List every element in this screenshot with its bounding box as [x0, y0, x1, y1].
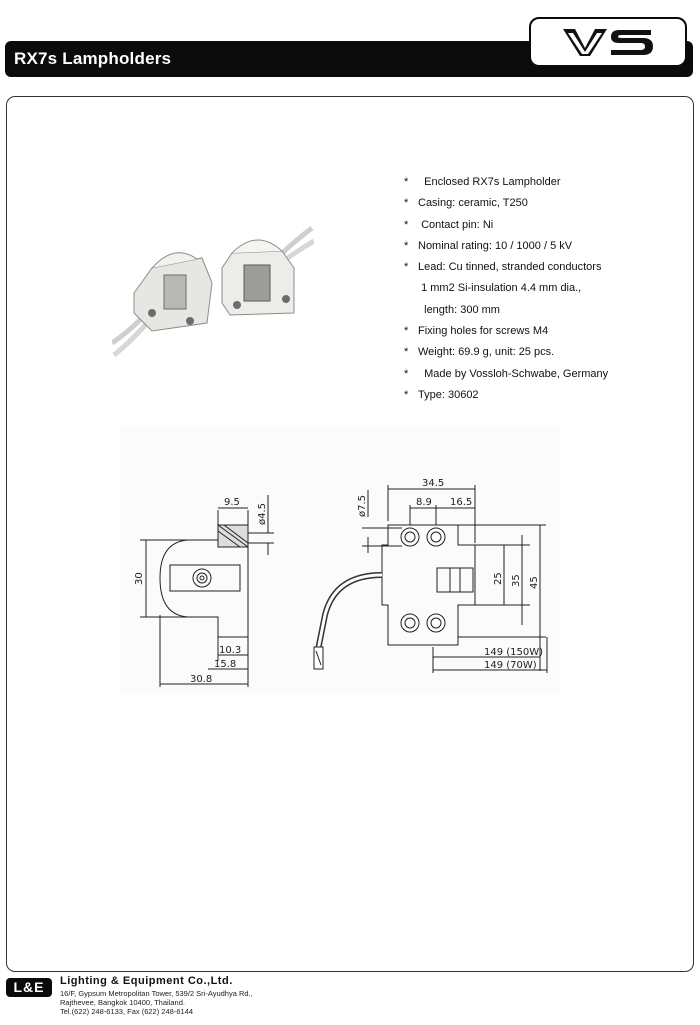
company-address-line-2: Rajthevee, Bangkok 10400, Thailand. [60, 998, 185, 1007]
spec-text: Contact pin: Ni [421, 218, 494, 231]
dim-diameter-left: ø4.5 [257, 503, 268, 525]
dim-depth-total: 30.8 [190, 674, 212, 685]
content-panel [6, 96, 694, 972]
spec-item: * Nominal rating: 10 / 1000 / 5 kV [404, 236, 608, 257]
spec-text: length: 300 mm [424, 303, 500, 316]
spec-item: * Fixing holes for screws M4 [404, 321, 608, 342]
spec-item: * Casing: ceramic, T250 [404, 193, 608, 214]
spec-item: * Made by Vossloh-Schwabe, Germany [404, 364, 608, 385]
spec-item: * Lead: Cu tinned, stranded conductors [404, 257, 608, 278]
spec-list: * Enclosed RX7s Lampholder * Casing: cera… [404, 172, 608, 406]
bullet-icon: * [404, 239, 409, 252]
dim-offset-b: 16.5 [450, 497, 472, 508]
spec-text: 1 mm2 Si-insulation 4.4 mm dia., [421, 282, 582, 295]
spec-item: * Weight: 69.9 g, unit: 25 pcs. [404, 342, 608, 363]
spec-text: Type: 30602 [418, 388, 479, 401]
bullet-icon: * [404, 325, 409, 338]
bullet-icon: * [404, 197, 409, 210]
dim-diameter-right: ø7.5 [357, 495, 368, 517]
dim-depth-a: 10.3 [219, 645, 241, 656]
brand-logo: VS [529, 17, 687, 67]
company-phone: Tel.(622) 248-6133, Fax (622) 248-6144 [60, 1007, 194, 1016]
dim-length-150w: 149 (150W) [484, 647, 543, 658]
company-name: Lighting & Equipment Co.,Ltd. [60, 975, 233, 987]
spec-item-continuation: length: 300 mm [404, 300, 608, 321]
spec-text: Lead: Cu tinned, stranded conductors [418, 261, 602, 274]
dim-height-b: 35 [511, 574, 522, 587]
spec-text: Made by Vossloh-Schwabe, Germany [424, 367, 609, 380]
bullet-icon: * [404, 367, 409, 380]
bullet-icon: * [404, 388, 409, 401]
dim-depth-b: 15.8 [214, 659, 236, 670]
product-photo [112, 173, 314, 363]
dim-width-total: 34.5 [422, 478, 444, 489]
dim-height-left: 30 [134, 572, 145, 585]
spec-text: Nominal rating: 10 / 1000 / 5 kV [418, 239, 573, 252]
bullet-icon: * [404, 346, 409, 359]
dim-height-a: 25 [493, 572, 504, 585]
spec-item: * Contact pin: Ni [404, 215, 608, 236]
company-logo: L&E [6, 978, 52, 997]
spec-text: Enclosed RX7s Lampholder [424, 176, 561, 188]
spec-text: Weight: 69.9 g, unit: 25 pcs. [418, 346, 555, 359]
spec-text: Casing: ceramic, T250 [418, 197, 528, 210]
spec-item-continuation: 1 mm2 Si-insulation 4.4 mm dia., [404, 278, 608, 299]
bullet-icon: * [404, 218, 409, 231]
dim-length-70w: 149 (70W) [484, 660, 537, 671]
page-title: RX7s Lampholders [14, 49, 172, 68]
technical-drawing: 9.5 ø4.5 30 10.3 15.8 30.8 34.5 8.9 16.5… [120, 425, 560, 695]
vs-logo-icon [563, 29, 653, 56]
spec-text: Fixing holes for screws M4 [418, 325, 549, 338]
dim-height-total: 45 [529, 576, 540, 589]
spec-item: * Type: 30602 [404, 385, 608, 406]
dim-offset-a: 8.9 [416, 497, 432, 508]
bullet-icon: * [404, 176, 409, 188]
dim-width-top: 9.5 [224, 497, 240, 508]
bullet-icon: * [404, 261, 409, 274]
spec-item: * Enclosed RX7s Lampholder [404, 172, 608, 193]
company-address-line-1: 16/F, Gypsum Metropolitan Tower, 539/2 S… [60, 989, 253, 998]
